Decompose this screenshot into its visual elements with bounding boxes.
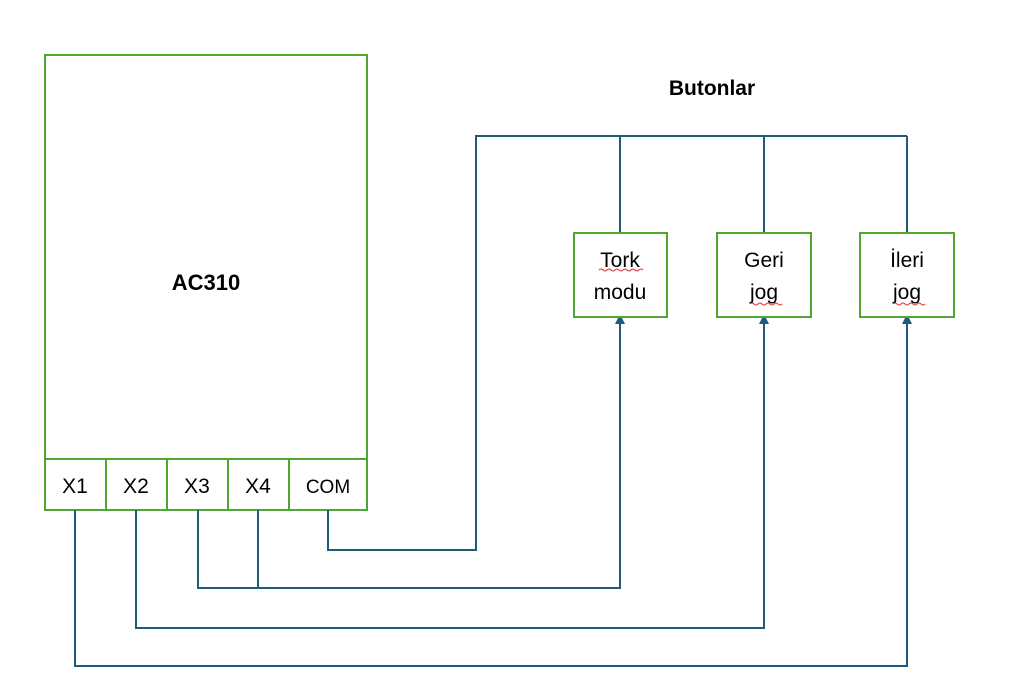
terminal-x2: X2 <box>123 475 149 498</box>
button-box <box>573 232 668 318</box>
button-ileri-jog: İleri jog <box>859 232 955 318</box>
wire-x1-to-ileri <box>74 314 912 667</box>
spellcheck-underline <box>892 302 926 306</box>
terminal-x1: X1 <box>62 475 88 498</box>
spellcheck-underline <box>598 268 644 272</box>
wire-x3-x4-to-tork <box>197 314 625 589</box>
button-box <box>716 232 812 318</box>
button-label-line1: İleri <box>890 249 924 272</box>
button-label-line2: jog <box>749 281 778 304</box>
terminal-x3: X3 <box>184 475 210 498</box>
button-label-line2: jog <box>892 281 921 304</box>
wire-com-to-bus <box>327 135 907 551</box>
terminal-com: COM <box>306 477 350 498</box>
device-title: AC310 <box>172 270 240 295</box>
button-label-line2: modu <box>594 281 647 304</box>
wire-x2-to-geri <box>135 314 769 629</box>
device-body <box>44 54 368 511</box>
button-label-line1: Tork <box>600 249 640 272</box>
wires <box>74 135 912 667</box>
button-tork-modu: Tork modu <box>573 232 668 318</box>
terminal-x4: X4 <box>245 475 271 498</box>
spellcheck-underline <box>749 302 783 306</box>
button-label-line1: Geri <box>744 249 784 272</box>
button-geri-jog: Geri jog <box>716 232 812 318</box>
button-box <box>859 232 955 318</box>
ac310-device: AC310 X1 X2 X3 X4 COM <box>44 54 368 511</box>
buttons-group-title: Butonlar <box>669 77 755 100</box>
